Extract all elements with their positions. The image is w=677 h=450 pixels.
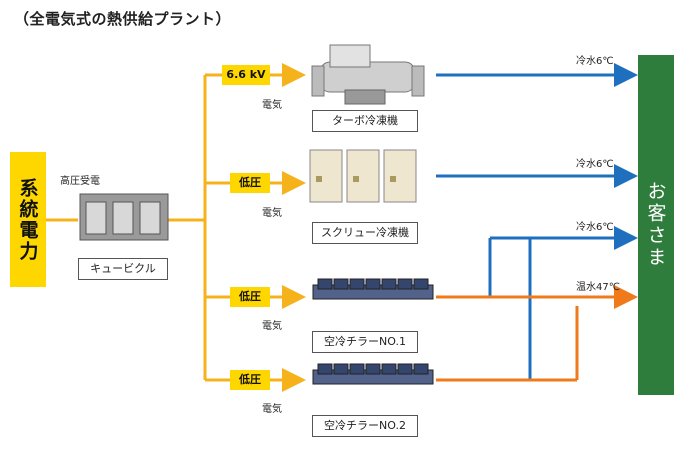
air-chiller-2-icon <box>312 363 434 385</box>
page-title: （全電気式の熱供給プラント） <box>14 10 232 28</box>
equipment-label-2: スクリュー冷凍機 <box>312 222 418 244</box>
equipment-label-3: 空冷チラーNO.1 <box>312 331 418 353</box>
cubicle-label: キュービクル <box>78 258 168 280</box>
equipment-label-4: 空冷チラーNO.2 <box>312 415 418 437</box>
turbo-chiller-icon <box>311 44 425 105</box>
voltage-tag-3: 低圧 <box>230 287 270 307</box>
air-chiller-1-icon <box>312 278 434 300</box>
output-label-4: 温水47℃ <box>576 282 620 293</box>
cubicle-icon <box>79 193 169 241</box>
output-label-1: 冷水6℃ <box>576 56 614 67</box>
power-label-3: 電気 <box>262 321 282 332</box>
voltage-tag-1: 6.6 kV <box>222 65 270 85</box>
receiving-label: 高圧受電 <box>60 176 100 187</box>
cold-water-lines <box>436 63 638 380</box>
power-label-2: 電気 <box>262 208 282 219</box>
hot-water-lines <box>436 285 638 382</box>
equipment-label-1: ターボ冷凍機 <box>312 110 418 132</box>
power-lines <box>46 63 306 392</box>
power-label-1: 電気 <box>262 100 282 111</box>
grid-power-source: 系統電力 <box>10 152 46 287</box>
output-label-3: 冷水6℃ <box>576 222 614 233</box>
output-label-2: 冷水6℃ <box>576 159 614 170</box>
customer-box: お客さま <box>638 55 674 395</box>
power-label-4: 電気 <box>262 404 282 415</box>
screw-chiller-icon <box>309 149 417 203</box>
voltage-tag-4: 低圧 <box>230 370 270 390</box>
voltage-tag-2: 低圧 <box>230 173 270 193</box>
